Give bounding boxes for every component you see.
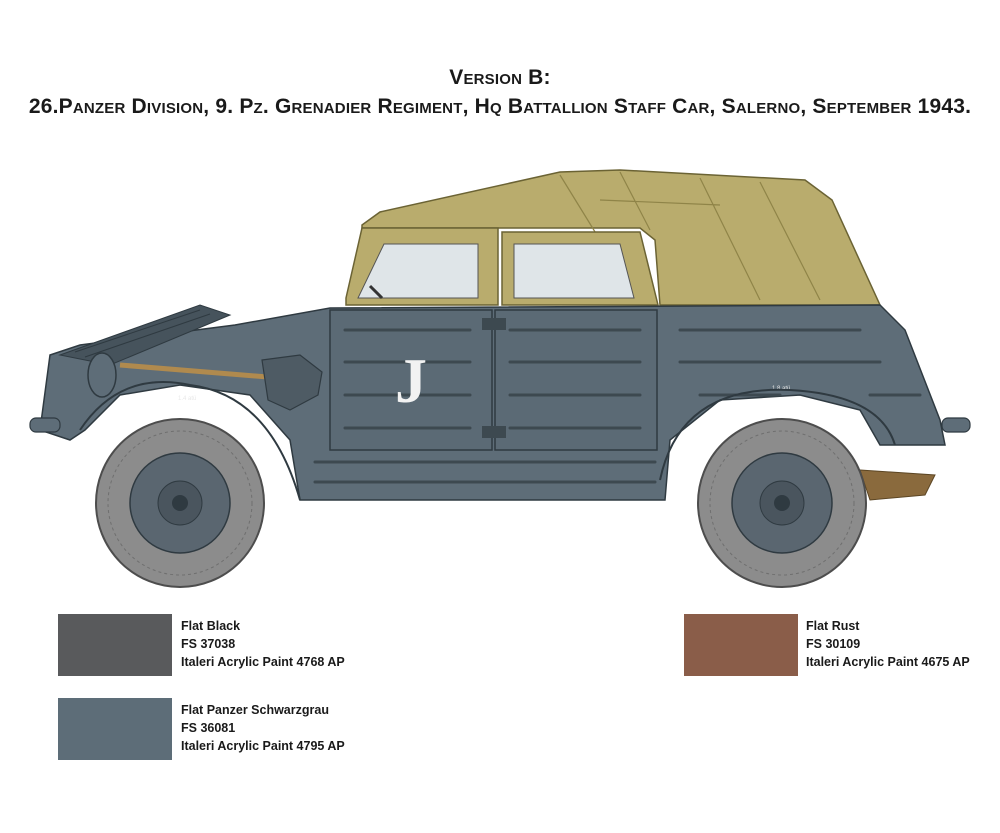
headlight xyxy=(87,352,117,398)
legend-paint-code: Italeri Acrylic Paint 4675 AP xyxy=(806,655,970,669)
legend-fs-code: FS 37038 xyxy=(181,637,236,651)
color-swatch-flat-rust xyxy=(684,614,798,676)
rear-window xyxy=(513,243,635,299)
legend-name: Flat Panzer Schwarzgrau xyxy=(181,703,329,717)
version-title: Version B: xyxy=(449,66,551,89)
legend-entry-flat-panzer-schwarzgrau: Flat Panzer Schwarzgrau FS 36081 Italeri… xyxy=(181,701,345,755)
vehicle-profile-illustration: J 1.4 atü 1.8 atü xyxy=(29,169,971,588)
exhaust xyxy=(859,469,936,501)
subject-description: 26.Panzer Division, 9. Pz. Grenadier Reg… xyxy=(28,95,972,118)
legend-fs-code: FS 30109 xyxy=(806,637,861,651)
front-tire-pressure-marking: 1.4 atü xyxy=(178,396,196,402)
front-window xyxy=(357,243,479,299)
color-swatch-flat-black xyxy=(58,614,172,676)
rear-wheel xyxy=(697,418,867,588)
legend-name: Flat Rust xyxy=(806,619,860,633)
legend-fs-code: FS 36081 xyxy=(181,721,236,735)
shovel xyxy=(261,354,323,411)
door-marking: J xyxy=(395,345,427,416)
canvas-top xyxy=(361,169,882,306)
legend-entry-flat-rust: Flat Rust FS 30109 Italeri Acrylic Paint… xyxy=(806,617,970,671)
front-wheel xyxy=(95,418,265,588)
color-swatch-flat-panzer-schwarzgrau xyxy=(58,698,172,760)
legend-entry-flat-black: Flat Black FS 37038 Italeri Acrylic Pain… xyxy=(181,617,345,671)
legend-paint-code: Italeri Acrylic Paint 4768 AP xyxy=(181,655,345,669)
legend-name: Flat Black xyxy=(181,619,241,633)
legend-paint-code: Italeri Acrylic Paint 4795 AP xyxy=(181,739,345,753)
